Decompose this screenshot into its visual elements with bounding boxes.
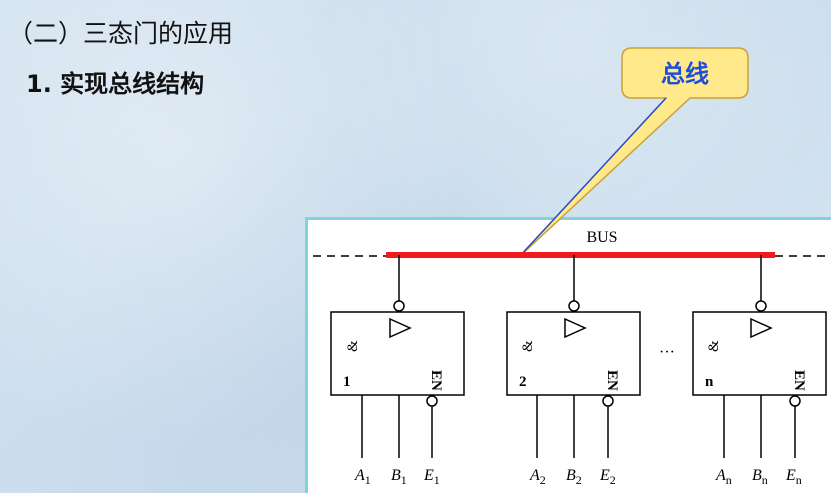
- gate-n-enable-bubble: [789, 395, 801, 407]
- callout-pointer-line: [518, 97, 667, 258]
- gate-2-number: 2: [519, 374, 527, 390]
- gate-2-buffer-icon: [564, 317, 587, 339]
- gate-1-enable: EN: [428, 370, 444, 391]
- gate-n-number: n: [705, 374, 714, 390]
- slide-subheading: 1. 实现总线结构: [26, 70, 205, 98]
- gate-n-buffer-icon: [750, 317, 773, 339]
- input-label-a2: A2: [529, 467, 546, 487]
- input-label-en: En: [785, 467, 802, 487]
- gate-2: & 2 EN: [506, 255, 641, 458]
- gate-2-output-bubble: [568, 300, 580, 312]
- gate-1-number: 1: [343, 374, 351, 390]
- callout-bubble: [518, 47, 749, 258]
- gates-ellipsis: ···: [659, 344, 675, 361]
- gate-1-buffer-icon: [389, 317, 412, 339]
- gate-n-enable: EN: [791, 370, 807, 391]
- bus-label: BUS: [586, 229, 617, 246]
- callout-label: 总线: [661, 60, 709, 88]
- bus-callout: [518, 47, 749, 258]
- gate-n-output-bubble: [755, 300, 767, 312]
- gate-2-and-symbol: &: [520, 340, 536, 352]
- gate-1-and-symbol: &: [345, 340, 361, 352]
- input-label-b1: B1: [391, 467, 407, 487]
- input-label-e2: E2: [599, 467, 616, 487]
- gate-2-enable: EN: [604, 370, 620, 391]
- input-label-bn: Bn: [752, 467, 768, 487]
- slide-heading: （二）三态门的应用: [8, 19, 234, 48]
- input-label-an: An: [715, 467, 732, 487]
- input-labels: A1 B1 E1 A2 B2 E2 An Bn En: [354, 467, 802, 487]
- input-label-a1: A1: [354, 467, 371, 487]
- input-label-b2: B2: [566, 467, 582, 487]
- gate-1-enable-bubble: [426, 395, 438, 407]
- gate-2-enable-bubble: [602, 395, 614, 407]
- gate-n-and-symbol: &: [706, 340, 722, 352]
- input-label-e1: E1: [423, 467, 440, 487]
- gate-1: & 1 EN: [330, 255, 465, 458]
- gate-1-output-bubble: [393, 300, 405, 312]
- gate-n: & n EN: [692, 255, 827, 458]
